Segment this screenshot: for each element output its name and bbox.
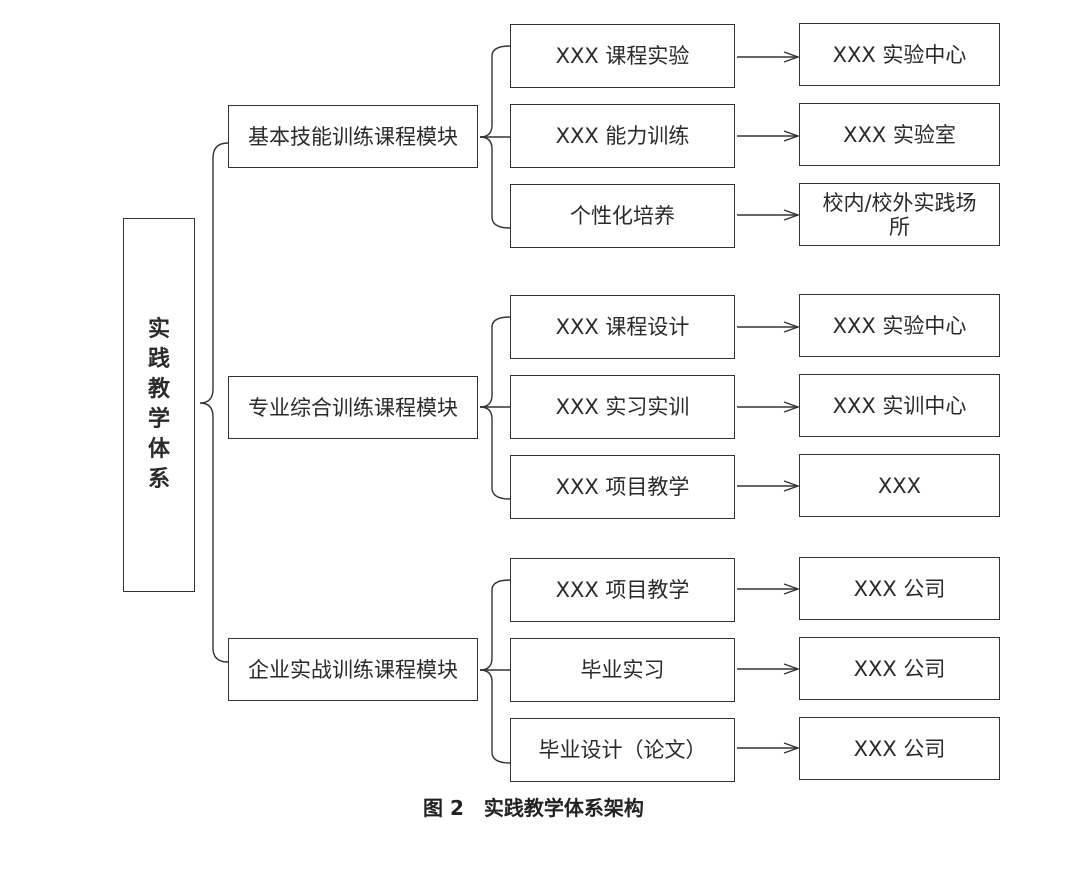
figure-caption: 图 2 实践教学体系架构 [423, 796, 644, 820]
location-node: XXX 实验中心 [799, 294, 1000, 357]
location-node: XXX 公司 [799, 637, 1000, 700]
location-node: XXX 公司 [799, 557, 1000, 620]
location-node: XXX 实验中心 [799, 23, 1000, 86]
root-char: 实 [147, 317, 170, 342]
module-node: 企业实战训练课程模块 [228, 638, 478, 701]
root-char: 体 [147, 437, 170, 462]
module-node: 基本技能训练课程模块 [228, 105, 478, 168]
course-node: XXX 课程设计 [510, 295, 735, 359]
location-node: XXX 实验室 [799, 103, 1000, 166]
location-node: XXX 实训中心 [799, 374, 1000, 437]
course-node: 毕业设计（论文） [510, 718, 735, 782]
root-char: 践 [147, 347, 170, 372]
course-node: XXX 项目教学 [510, 558, 735, 622]
root-brace [199, 142, 229, 663]
module-2-brace [479, 316, 511, 500]
course-node: XXX 项目教学 [510, 455, 735, 519]
module-3-brace [479, 579, 511, 764]
course-node: XXX 实习实训 [510, 375, 735, 439]
arrows [737, 57, 798, 748]
location-node: XXX [799, 454, 1000, 517]
module-1-brace [479, 45, 511, 229]
course-node: XXX 课程实验 [510, 24, 735, 88]
root-node: 实 践 教 学 体 系 [123, 218, 195, 592]
root-char: 系 [147, 467, 170, 492]
course-node: 毕业实习 [510, 638, 735, 702]
location-node: XXX 公司 [799, 717, 1000, 780]
course-node: 个性化培养 [510, 184, 735, 248]
root-char: 学 [147, 407, 170, 432]
location-node: 校内/校外实践场所 [799, 183, 1000, 246]
root-char: 教 [147, 377, 170, 402]
course-node: XXX 能力训练 [510, 104, 735, 168]
module-node: 专业综合训练课程模块 [228, 376, 478, 439]
